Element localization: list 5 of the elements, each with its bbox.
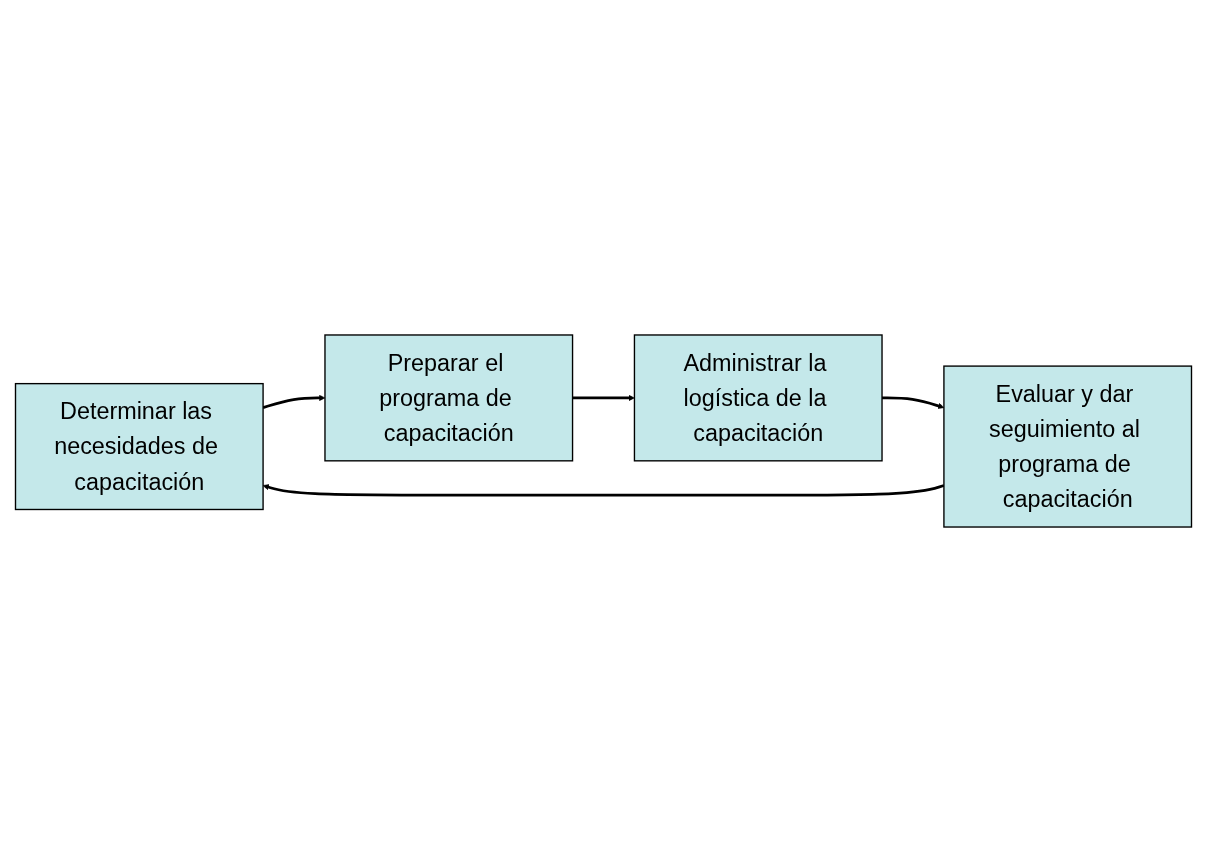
node-box: Determinar las necesidades de capacitación bbox=[14, 382, 264, 511]
node-box: Administrar la logística de la capacitación bbox=[633, 334, 883, 462]
node-box: Evaluar y dar seguimiento al programa de capacitación bbox=[943, 365, 1193, 528]
arrow bbox=[572, 394, 635, 401]
node-box: Preparar el programa de capacitación bbox=[324, 334, 574, 462]
